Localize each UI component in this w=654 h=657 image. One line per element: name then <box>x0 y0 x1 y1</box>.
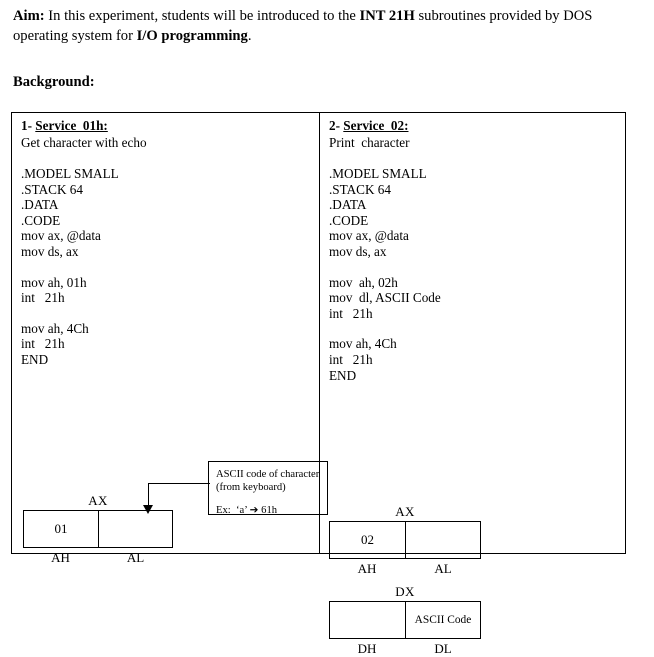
aim-text-2: subroutines provided by DOS operating sy… <box>13 8 593 44</box>
service-title-02: 2- Service 02: <box>329 118 622 134</box>
table-column-divider <box>319 113 320 553</box>
aim-label: Aim: <box>13 8 45 24</box>
service-code-header-01h: .MODEL SMALL .STACK 64 .DATA .CODE mov a… <box>21 166 119 259</box>
register-name-ax: AX <box>395 504 415 519</box>
service-subtitle-01h: Get character with echo <box>21 135 147 150</box>
register-cell-al <box>405 522 480 558</box>
service-cell-02: 2- Service 02: Print character .MODEL SM… <box>320 113 626 656</box>
service-code-body-02: mov ah, 02h mov dl, ASCII Code int 21h <box>329 274 441 321</box>
callout-line-2: (from keyboard) <box>216 482 286 493</box>
register-labels-dx: DH DL <box>329 641 481 657</box>
service-subtitle-02: Print character <box>329 135 410 150</box>
connector-horizontal-line <box>148 483 210 484</box>
services-table: 1- Service 01h: Get character with echo … <box>11 112 626 656</box>
service-code-header-02: .MODEL SMALL .STACK 64 .DATA .CODE mov a… <box>329 166 427 259</box>
register-boxes-dx: ASCII Code <box>329 601 481 639</box>
service-code-exit-02: mov ah, 4Ch int 21h END <box>329 336 397 383</box>
callout-connector-arrow <box>130 483 210 516</box>
ascii-callout-box: ASCII code of character (from keyboard) … <box>208 461 328 516</box>
register-cell-dl: ASCII Code <box>405 602 480 638</box>
service-number-1: 1- <box>21 118 36 133</box>
service-number-2: 2- <box>329 118 344 133</box>
aim-text-1: In this experiment, students will be int… <box>44 8 360 24</box>
background-heading: Background: <box>13 74 95 90</box>
register-labels-ax: AH AL <box>329 561 481 577</box>
register-label-dl: DL <box>434 641 452 656</box>
register-label-dh: DH <box>357 641 377 656</box>
register-name-ax: AX <box>88 493 108 508</box>
aim-bold-int21h: INT 21H <box>359 8 415 24</box>
register-cell-ah: 02 <box>361 532 374 547</box>
service-name-2: Service 02: <box>343 118 409 133</box>
register-label-al: AL <box>434 561 452 576</box>
register-labels-ax: AH AL <box>23 550 173 566</box>
service-code-exit-01h: mov ah, 4Ch int 21h END <box>21 320 89 367</box>
service-cell-01h: 1- Service 01h: Get character with echo … <box>12 113 328 565</box>
register-boxes-ax: 01 <box>23 510 173 548</box>
register-label-al: AL <box>126 550 145 565</box>
aim-text-3: . <box>247 28 252 44</box>
arrow-down-icon <box>143 505 153 514</box>
register-name-dx: DX <box>395 584 415 599</box>
register-cell-ah: 01 <box>54 521 68 536</box>
register-boxes-ax: 02 <box>329 521 481 559</box>
connector-vertical-line <box>148 483 149 506</box>
service-title-01h: 1- Service 01h: <box>21 118 315 134</box>
service-code-body-01h: mov ah, 01h int 21h <box>21 274 87 306</box>
register-cell-al <box>98 511 172 547</box>
service-name-1: Service 01h: <box>35 118 108 133</box>
aim-paragraph: Aim: In this experiment, students will b… <box>13 6 638 46</box>
aim-bold-io-programming: I/O programming <box>136 28 248 44</box>
register-label-ah: AH <box>51 550 70 565</box>
callout-line-1: ASCII code of character <box>216 469 320 480</box>
register-cell-dh <box>330 602 405 638</box>
register-label-ah: AH <box>357 561 377 576</box>
callout-example: Ex: ‘a’ ➔ 61h <box>216 505 278 516</box>
